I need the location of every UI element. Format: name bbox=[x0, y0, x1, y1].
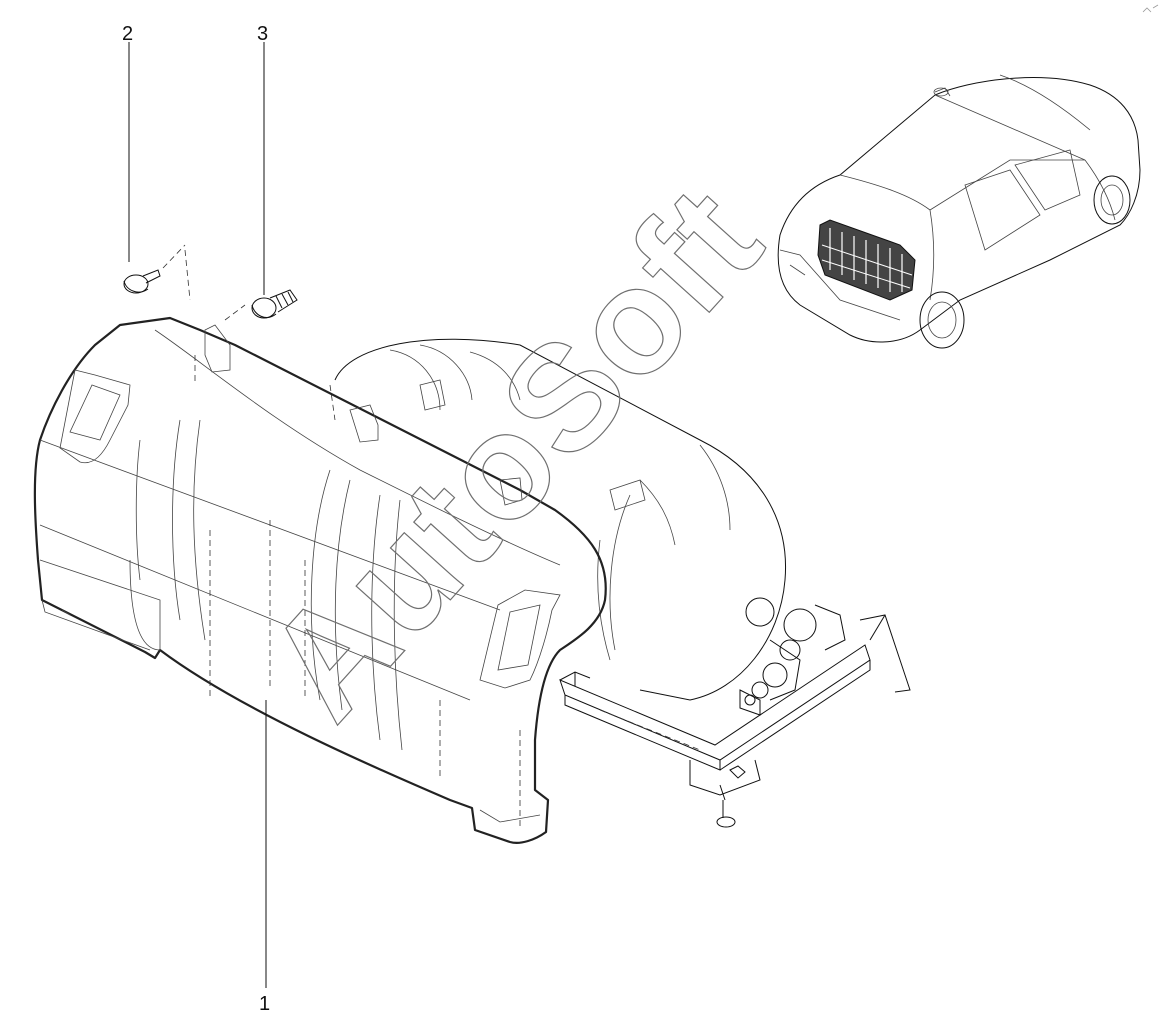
callout-1: 1 bbox=[259, 700, 270, 1015]
watermark: AutoSoft bbox=[233, 154, 793, 750]
corner-mark bbox=[1142, 4, 1159, 13]
tank-cover-drawing bbox=[33, 249, 607, 844]
watermark-text: AutoSoft bbox=[234, 155, 793, 750]
tank-valve-assembly bbox=[744, 597, 846, 706]
callout-2: 2 bbox=[122, 23, 133, 262]
gas-tank-drawing bbox=[329, 338, 911, 828]
tank-mounting-frame bbox=[559, 614, 911, 828]
vehicle-location-view bbox=[777, 74, 1141, 349]
callout-3-label: 3 bbox=[257, 23, 268, 45]
callout-1-label: 1 bbox=[259, 993, 270, 1015]
fastener-3-drawing bbox=[251, 289, 298, 319]
highlighted-cover-in-trunk bbox=[817, 219, 916, 301]
callout-2-label: 2 bbox=[122, 23, 133, 45]
callout-3: 3 bbox=[257, 23, 268, 295]
fastener-2-drawing bbox=[123, 244, 186, 294]
